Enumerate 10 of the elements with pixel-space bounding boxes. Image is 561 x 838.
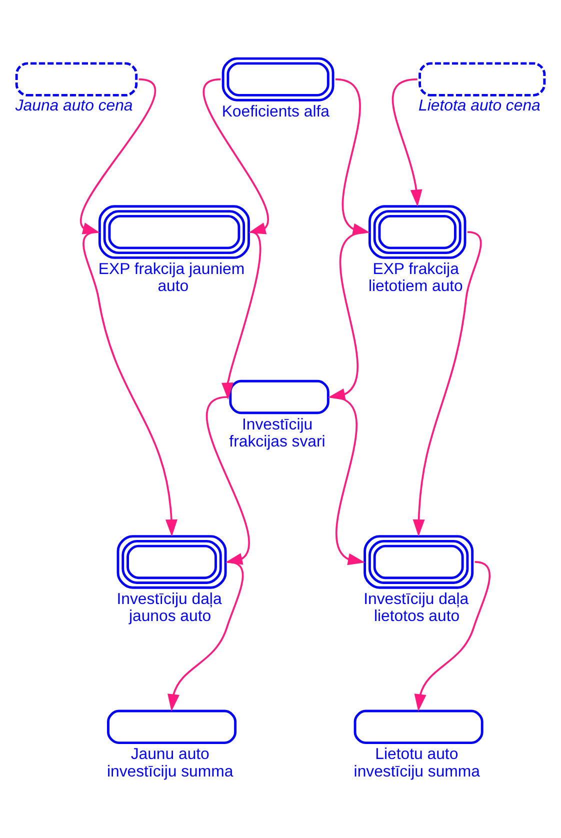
node-label: Investīciju daļa lietotos auto bbox=[364, 590, 469, 626]
node-label: Investīciju daļa jaunos auto bbox=[116, 590, 222, 626]
node-label: EXP frakcija jauniem auto bbox=[98, 261, 245, 296]
node-label: Lietota auto cena bbox=[418, 97, 540, 114]
node-label: Investīciju frakcijas svari bbox=[229, 416, 326, 450]
node-label: EXP frakcija lietotiem auto bbox=[368, 261, 463, 296]
node-label: Jaunu auto investīciju summa bbox=[106, 746, 234, 780]
node-label: Lietotu auto investīciju summa bbox=[354, 746, 480, 780]
node-label: Koeficients alfa bbox=[222, 103, 330, 120]
node-label: Jauna auto cena bbox=[15, 97, 133, 114]
